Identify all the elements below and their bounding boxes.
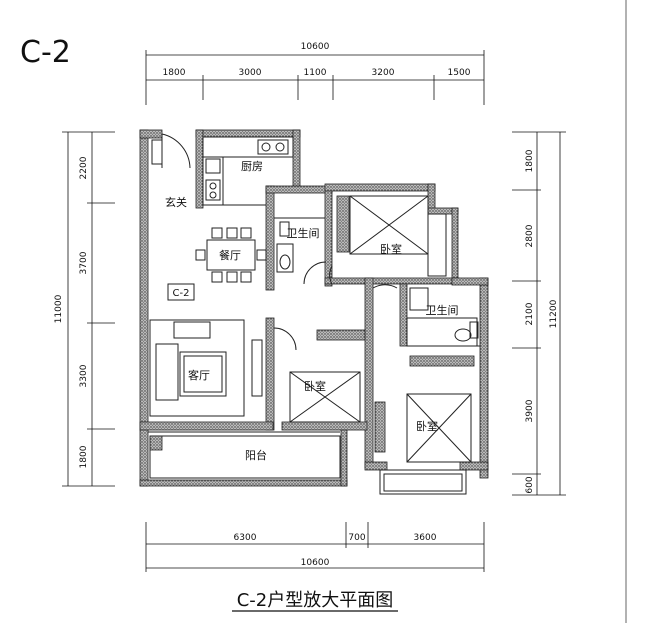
kitchen-fixtures bbox=[202, 136, 294, 206]
plan-caption: C-2户型放大平面图 bbox=[237, 590, 394, 611]
bottom-dim-1: 6300 bbox=[234, 533, 257, 543]
left-dim-1: 2200 bbox=[79, 156, 89, 179]
right-total-dim: 11200 bbox=[549, 299, 559, 328]
right-dim-4: 3900 bbox=[525, 399, 535, 422]
label-balcony: 阳台 bbox=[245, 448, 267, 462]
right-dimensions: 1800 2800 2100 3900 600 11200 bbox=[512, 131, 566, 496]
balcony bbox=[148, 431, 341, 479]
label-living: 客厅 bbox=[188, 368, 210, 382]
unit-tag-box bbox=[167, 283, 195, 301]
bottom-dim-2: 700 bbox=[348, 533, 365, 543]
bottom-total-dim: 10600 bbox=[301, 558, 330, 568]
left-total-dim: 11000 bbox=[54, 294, 64, 323]
left-dim-4: 1800 bbox=[79, 445, 89, 468]
label-unit-tag: C-2 bbox=[173, 288, 190, 299]
label-bath1: 卫生间 bbox=[287, 226, 320, 240]
bedroom1-furniture bbox=[329, 195, 447, 285]
left-dimensions: 11000 2200 3700 3300 1800 bbox=[54, 131, 115, 487]
label-bedroom3: 卧室 bbox=[416, 419, 438, 433]
label-bedroom2: 卧室 bbox=[304, 379, 326, 393]
entrance-door bbox=[151, 133, 191, 169]
right-dim-3: 2100 bbox=[525, 302, 535, 325]
bath2-fixtures bbox=[372, 284, 480, 347]
label-entrance: 玄关 bbox=[165, 195, 187, 209]
top-dim-5: 1500 bbox=[448, 68, 471, 78]
top-dimensions: 10600 1800 3000 1100 3200 1500 bbox=[145, 42, 485, 105]
wardrobes bbox=[316, 329, 475, 453]
bedroom3-furniture bbox=[406, 393, 472, 463]
left-dim-3: 3300 bbox=[79, 364, 89, 387]
top-total-dim: 10600 bbox=[301, 42, 330, 52]
bedroom2-furniture bbox=[289, 371, 361, 423]
right-dim-1: 1800 bbox=[525, 149, 535, 172]
top-dim-4: 3200 bbox=[372, 68, 395, 78]
walls bbox=[139, 129, 489, 495]
top-dim-3: 1100 bbox=[304, 68, 327, 78]
left-dim-2: 3700 bbox=[79, 251, 89, 274]
label-bedroom1: 卧室 bbox=[380, 242, 402, 256]
bottom-dim-3: 3600 bbox=[414, 533, 437, 543]
label-bath2: 卫生间 bbox=[426, 303, 459, 317]
bath1-fixtures bbox=[274, 217, 327, 285]
plan-code: C-2 bbox=[20, 35, 71, 70]
living-furniture bbox=[149, 319, 297, 417]
right-dim-5: 600 bbox=[525, 476, 535, 493]
label-dining: 餐厅 bbox=[219, 248, 241, 262]
right-dim-2: 2800 bbox=[525, 224, 535, 247]
top-dim-1: 1800 bbox=[163, 68, 186, 78]
bottom-dimensions: 6300 700 3600 10600 bbox=[145, 522, 485, 572]
dining-table bbox=[195, 227, 267, 283]
top-dim-2: 3000 bbox=[239, 68, 262, 78]
label-kitchen: 厨房 bbox=[241, 160, 263, 173]
